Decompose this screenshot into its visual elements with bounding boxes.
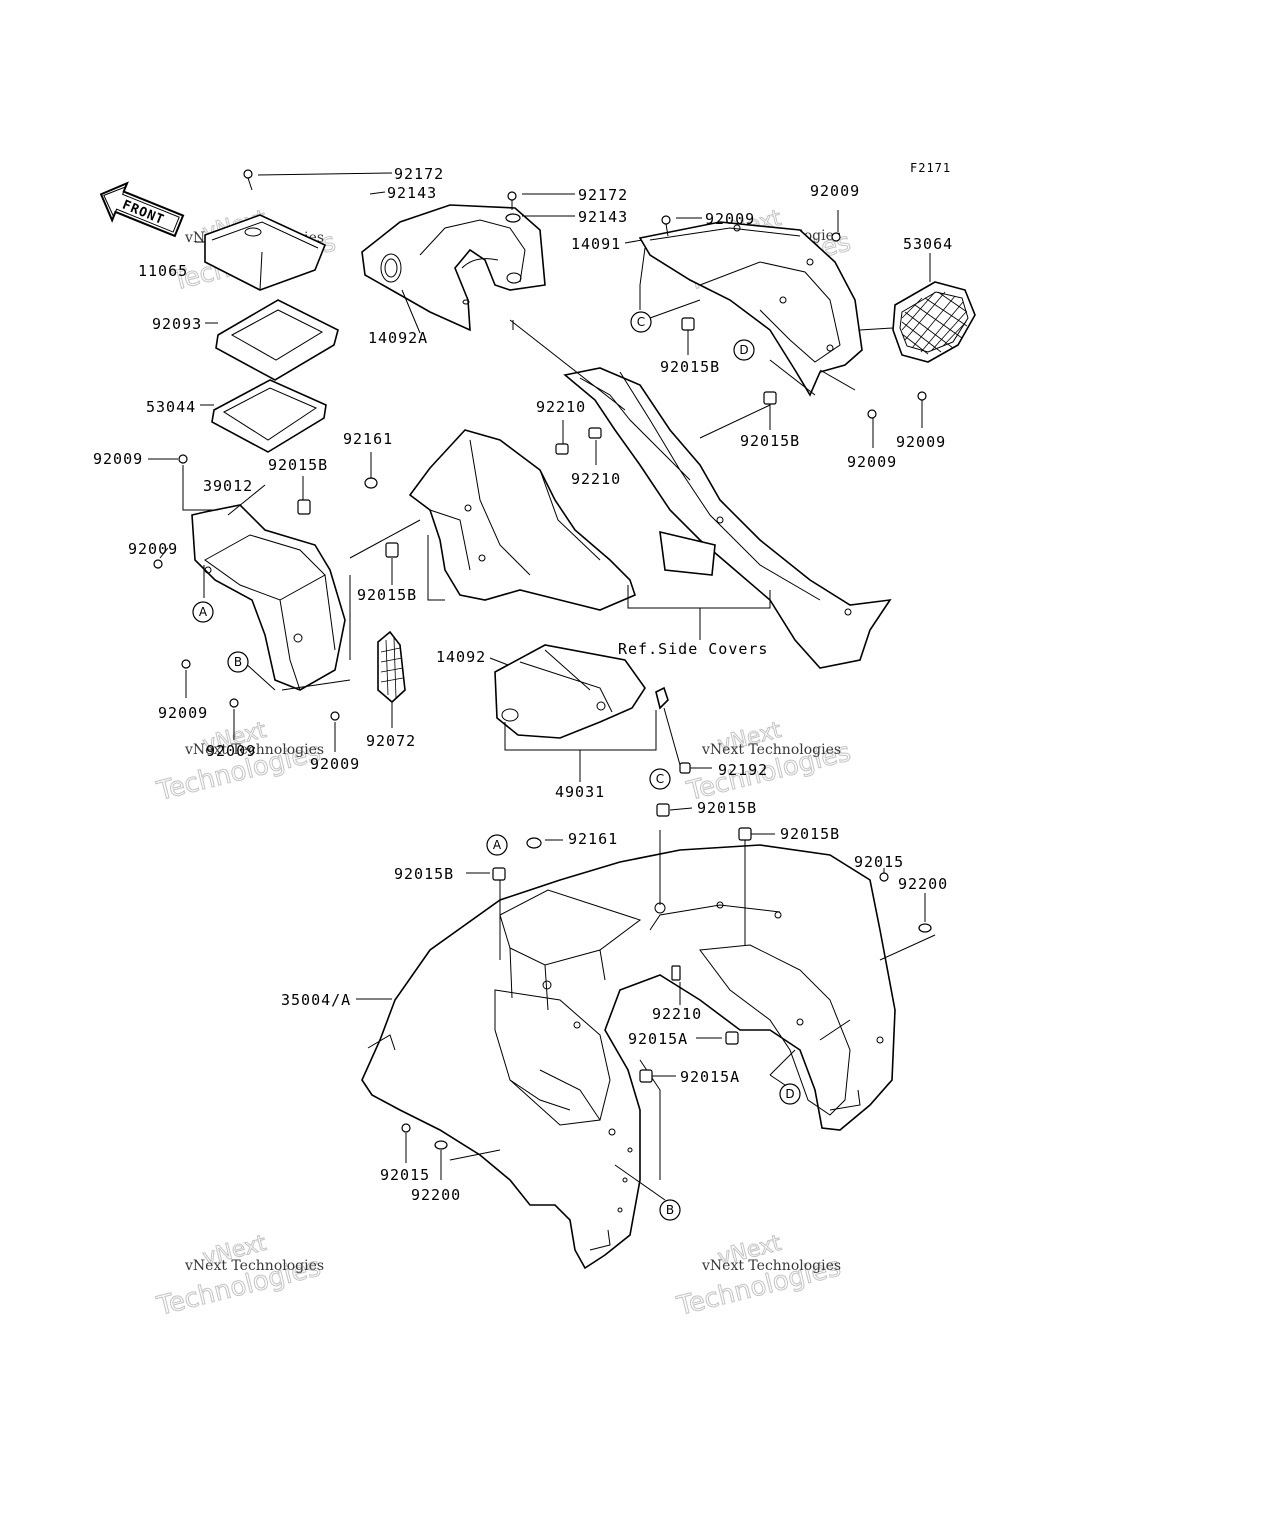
part-14091-cover: [638, 221, 863, 397]
part-53064-grille: [892, 281, 976, 363]
part-number: 92009: [896, 433, 946, 451]
part-number: 92093: [152, 315, 202, 333]
part-number: 92015A: [680, 1068, 740, 1086]
part-number: 92015: [380, 1166, 430, 1184]
leader-lines: [148, 172, 936, 1201]
part-number: 11065: [138, 262, 188, 280]
part-number: 92172: [394, 165, 444, 183]
part-number: 92172: [578, 186, 628, 204]
watermark-mid-left: Technologies vNext vNext Technologies: [153, 717, 324, 807]
part-number: 92015B: [740, 432, 800, 450]
part-number: 92210: [571, 470, 621, 488]
part-92072-grille: [377, 630, 406, 704]
part-39012-box: [191, 504, 346, 691]
part-number: 92015A: [628, 1030, 688, 1048]
part-53044-gasket: [211, 379, 327, 453]
part-number: 53044: [146, 398, 196, 416]
part-number: 92015B: [780, 825, 840, 843]
ref-letter: C: [637, 315, 645, 329]
part-center-right-panel: [563, 367, 892, 669]
part-number: 39012: [203, 477, 253, 495]
part-35004a-rear-fender: [361, 844, 896, 1270]
part-number: 92161: [343, 430, 393, 448]
part-number: 92200: [411, 1186, 461, 1204]
ref-letter: B: [234, 655, 242, 669]
part-number: 49031: [555, 783, 605, 801]
ref-letter: D: [739, 343, 748, 357]
part-number: 92015B: [660, 358, 720, 376]
ref-circle-d-top: D: [733, 339, 755, 361]
front-arrow-icon: FRONT: [99, 181, 185, 238]
part-number: 92009: [705, 210, 755, 228]
part-number: 35004/A: [281, 991, 351, 1009]
part-number: 92009: [310, 755, 360, 773]
part-14092-cover: [494, 644, 669, 739]
watermark-mid-right: Technologies vNext vNext Technologies: [683, 717, 854, 807]
part-number: 92161: [568, 830, 618, 848]
part-number: 14092: [436, 648, 486, 666]
part-number: 92009: [847, 453, 897, 471]
part-number: 92009: [810, 182, 860, 200]
part-number: 92015B: [357, 586, 417, 604]
part-14092a-cover: [361, 204, 546, 332]
watermark-text: vNext Technologies: [184, 742, 324, 758]
ref-letter: C: [656, 772, 664, 786]
part-number: 92009: [158, 704, 208, 722]
ref-circle-b-bottom: B: [659, 1199, 681, 1221]
watermark-text: vNext Technologies: [184, 1258, 324, 1274]
part-number: 92015B: [268, 456, 328, 474]
part-number: 92143: [578, 208, 628, 226]
part-number: 92009: [206, 742, 256, 760]
part-92093-frame: [215, 299, 339, 381]
part-number: 92015: [854, 853, 904, 871]
part-number: 92015B: [697, 799, 757, 817]
part-number: 92072: [366, 732, 416, 750]
ref-circle-d-bottom: D: [779, 1083, 801, 1105]
ref-side-covers-note: Ref.Side Covers: [618, 640, 768, 658]
ref-letter: B: [666, 1203, 674, 1217]
watermark-bottom-left: Technologies vNext vNext Technologies: [153, 1230, 324, 1322]
watermark-text: vNext Technologies: [701, 742, 841, 758]
watermark-text: vNext Technologies: [701, 1258, 841, 1274]
part-number: 14092A: [368, 329, 428, 347]
ref-circle-c-top: C: [630, 311, 652, 333]
ref-circle-b-left: B: [227, 651, 249, 673]
part-number: 92143: [387, 184, 437, 202]
part-11065-cap: [204, 214, 327, 291]
ref-circle-a-bottom: A: [486, 834, 508, 856]
ref-letter: A: [199, 605, 208, 619]
part-number: 92015B: [394, 865, 454, 883]
part-number: 92210: [536, 398, 586, 416]
part-number: 92192: [718, 761, 768, 779]
part-number: 92200: [898, 875, 948, 893]
part-number: 92009: [128, 540, 178, 558]
part-number: 92009: [93, 450, 143, 468]
part-center-left-panel: [408, 429, 636, 611]
part-number: 53064: [903, 235, 953, 253]
ref-circle-a-left: A: [192, 601, 214, 623]
figure-code: F2171: [910, 161, 951, 175]
part-labels: 92172 92143 92172 92143 14092A 92009 920…: [93, 165, 953, 1204]
part-number: 92210: [652, 1005, 702, 1023]
watermark-bottom-right: Technologies vNext vNext Technologies: [673, 1230, 844, 1322]
ref-circle-c-bottom: C: [649, 768, 671, 790]
ref-letter: A: [493, 838, 502, 852]
part-number: 14091: [571, 235, 621, 253]
ref-letter: D: [785, 1087, 794, 1101]
